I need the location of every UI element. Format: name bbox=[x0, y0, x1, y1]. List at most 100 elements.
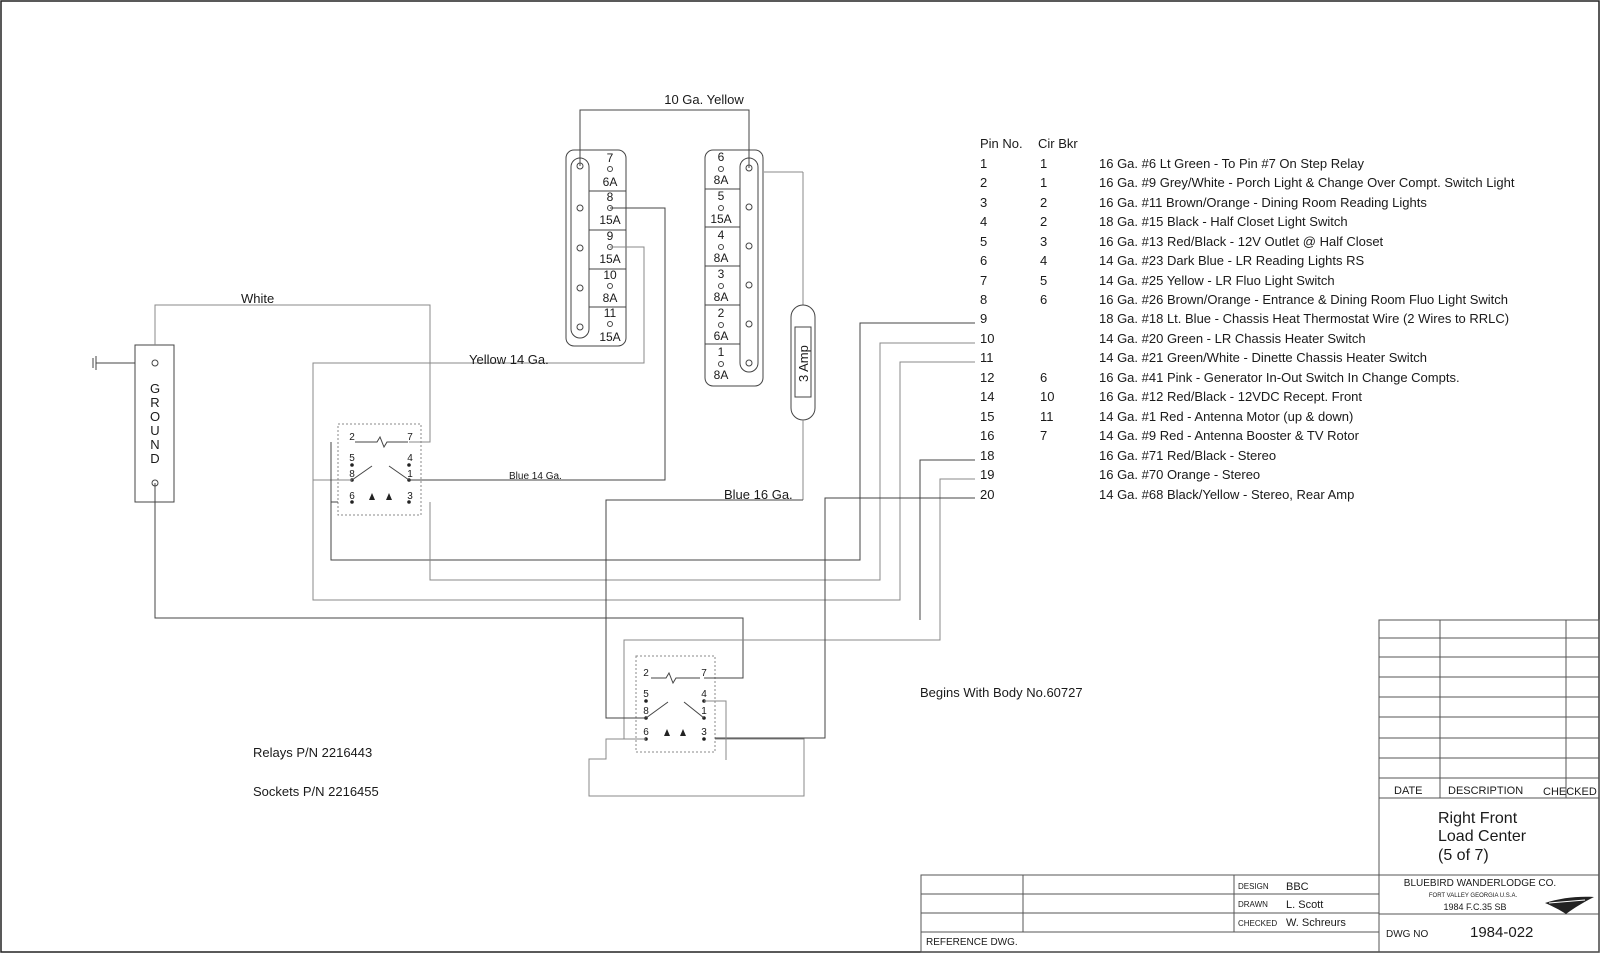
breaker-number: 3 bbox=[1040, 234, 1047, 249]
reference-dwg-label: REFERENCE DWG. bbox=[926, 937, 1018, 948]
pin-description: 14 Ga. #20 Green - LR Chassis Heater Swi… bbox=[1099, 331, 1366, 346]
breaker-number: 11 bbox=[1040, 409, 1054, 424]
relay-upper-pins: 2 7 5 4 8 1 6 3 bbox=[349, 432, 413, 502]
breaker-number: 1 bbox=[1040, 175, 1047, 190]
pin-description: 18 Ga. #18 Lt. Blue - Chassis Heat Therm… bbox=[1099, 311, 1509, 326]
revision-date-header: DATE bbox=[1394, 785, 1423, 797]
wire-label-white: White bbox=[241, 291, 274, 306]
relay-lower bbox=[635, 655, 716, 753]
relay-pin-label: 7 bbox=[701, 668, 707, 679]
pin-description: 14 Ga. #68 Black/Yellow - Stereo, Rear A… bbox=[1099, 487, 1354, 502]
pin-number: 7 bbox=[980, 273, 987, 288]
relay-lower-pins: 2 7 5 4 8 1 6 3 bbox=[643, 668, 707, 738]
pin-number: 11 bbox=[980, 350, 994, 365]
breaker-number: 10 bbox=[1040, 389, 1054, 404]
breaker-pin: 2 bbox=[718, 306, 725, 320]
ground-label: G R O U N D bbox=[150, 381, 160, 466]
ground-letter: O bbox=[150, 409, 160, 424]
relay-pin-label: 5 bbox=[349, 453, 355, 464]
breaker-pin: 3 bbox=[718, 267, 725, 281]
checked-value: W. Schreurs bbox=[1286, 917, 1346, 929]
breaker-amp: 8A bbox=[714, 368, 729, 382]
ground-letter: U bbox=[150, 423, 159, 438]
wiring bbox=[154, 207, 975, 797]
pin-number: 15 bbox=[980, 409, 994, 424]
pin-number: 4 bbox=[980, 214, 987, 229]
breaker-number: 6 bbox=[1040, 370, 1047, 385]
dwg-no-label: DWG NO bbox=[1386, 929, 1428, 940]
ground-bar bbox=[92, 344, 175, 503]
relay-pin-label: 2 bbox=[349, 432, 355, 443]
dwg-number: 1984-022 bbox=[1470, 924, 1533, 941]
breaker-amp: 15A bbox=[599, 330, 620, 344]
breaker-pin: 7 bbox=[607, 151, 614, 165]
pin-table: Pin No. Cir Bkr 1 1 16 Ga. #6 Lt Green -… bbox=[980, 136, 1515, 502]
wire-label-yellow14: Yellow 14 Ga. bbox=[469, 352, 549, 367]
ground-letter: N bbox=[150, 437, 159, 452]
note-begins: Begins With Body No.60727 bbox=[920, 685, 1083, 700]
revision-checked-header: CHECKED bbox=[1543, 786, 1597, 798]
breaker-amp: 8A bbox=[603, 291, 618, 305]
checked-label: CHECKED bbox=[1238, 919, 1277, 928]
wire-label-blue16: Blue 16 Ga. bbox=[724, 487, 793, 502]
pin-number: 2 bbox=[980, 175, 987, 190]
relay-pin-label: 8 bbox=[349, 469, 355, 480]
pin-number: 14 bbox=[980, 389, 994, 404]
pin-number: 12 bbox=[980, 370, 994, 385]
breaker-amp: 15A bbox=[599, 252, 620, 266]
breaker-number: 6 bbox=[1040, 292, 1047, 307]
breaker-amp: 15A bbox=[599, 213, 620, 227]
breaker-pin: 5 bbox=[718, 189, 725, 203]
breaker-labels-right: 6 8A 5 15A 4 8A 3 8A 2 6A 1 8A bbox=[710, 150, 731, 382]
pin-description: 14 Ga. #23 Dark Blue - LR Reading Lights… bbox=[1099, 253, 1365, 268]
breaker-number: 4 bbox=[1040, 253, 1047, 268]
breaker-amp: 6A bbox=[603, 175, 618, 189]
breaker-amp: 8A bbox=[714, 290, 729, 304]
pin-number: 19 bbox=[980, 467, 994, 482]
pin-number: 9 bbox=[980, 311, 987, 326]
breaker-amp: 15A bbox=[710, 212, 731, 226]
pin-number: 18 bbox=[980, 448, 994, 463]
revision-block bbox=[1378, 619, 1600, 799]
pin-number: 16 bbox=[980, 428, 994, 443]
relay-pin-label: 1 bbox=[701, 706, 707, 717]
breaker-number: 2 bbox=[1040, 214, 1047, 229]
relay-pin-label: 3 bbox=[701, 727, 707, 738]
breaker-number: 7 bbox=[1040, 428, 1047, 443]
pin-description: 16 Ga. #12 Red/Black - 12VDC Recept. Fro… bbox=[1099, 389, 1362, 404]
pin-description: 16 Ga. #70 Orange - Stereo bbox=[1099, 467, 1260, 482]
title-block bbox=[920, 797, 1600, 953]
breaker-labels-left: 7 6A 8 15A 9 15A 10 8A 11 15A bbox=[599, 151, 620, 344]
wire-label-blue14: Blue 14 Ga. bbox=[509, 471, 562, 482]
pin-description: 14 Ga. #25 Yellow - LR Fluo Light Switch bbox=[1099, 273, 1335, 288]
breaker-pin: 1 bbox=[718, 345, 725, 359]
breaker-pin: 11 bbox=[604, 306, 617, 320]
breaker-amp: 8A bbox=[714, 251, 729, 265]
relay-pin-label: 4 bbox=[407, 453, 413, 464]
breaker-pin: 4 bbox=[718, 228, 725, 242]
breaker-number: 5 bbox=[1040, 273, 1047, 288]
pin-description: 16 Ga. #6 Lt Green - To Pin #7 On Step R… bbox=[1099, 156, 1364, 171]
pin-number: 1 bbox=[980, 156, 987, 171]
pin-number: 8 bbox=[980, 292, 987, 307]
breaker-number: 1 bbox=[1040, 156, 1047, 171]
revision-description-header: DESCRIPTION bbox=[1448, 785, 1523, 797]
pin-description: 14 Ga. #9 Red - Antenna Booster & TV Rot… bbox=[1099, 428, 1360, 443]
design-label: DESIGN bbox=[1238, 882, 1269, 891]
relay-pin-label: 4 bbox=[701, 689, 707, 700]
relay-pin-label: 7 bbox=[407, 432, 413, 443]
fuse-label: 3 Amp bbox=[796, 345, 811, 382]
note-sockets: Sockets P/N 2216455 bbox=[253, 784, 379, 799]
pin-number: 3 bbox=[980, 195, 987, 210]
wire-10ga-yellow bbox=[579, 109, 750, 168]
pin-description: 18 Ga. #15 Black - Half Closet Light Swi… bbox=[1099, 214, 1348, 229]
relay-pin-label: 6 bbox=[643, 727, 649, 738]
breaker-pin: 10 bbox=[603, 268, 617, 282]
pin-number: 6 bbox=[980, 253, 987, 268]
company-name: BLUEBIRD WANDERLODGE CO. bbox=[1404, 878, 1556, 889]
drawn-label: DRAWN bbox=[1238, 900, 1268, 909]
breaker-number: 2 bbox=[1040, 195, 1047, 210]
drawing-title-line3: (5 of 7) bbox=[1438, 847, 1489, 864]
pin-number: 10 bbox=[980, 331, 994, 346]
